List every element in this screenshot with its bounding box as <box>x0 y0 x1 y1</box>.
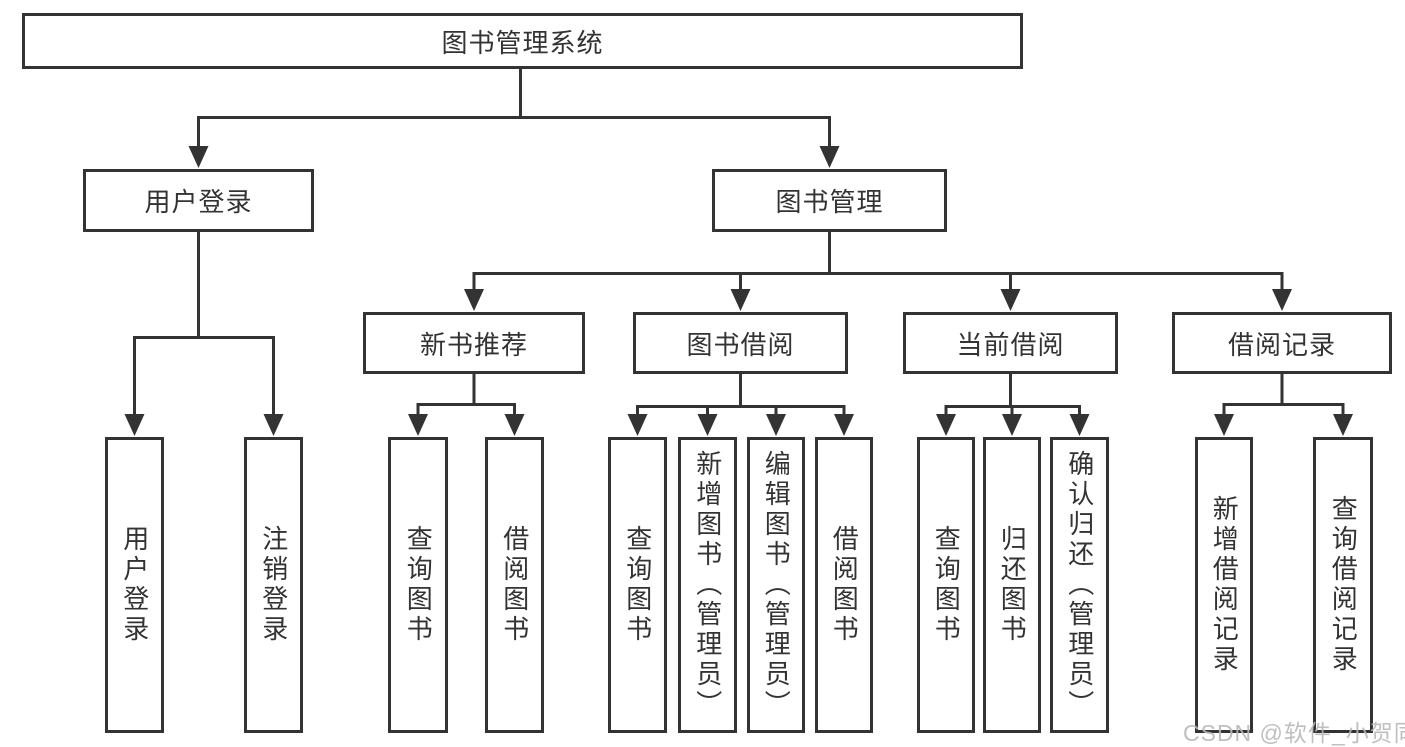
node-book-management: 图书管理 <box>712 169 947 232</box>
node-book-borrowing: 图书借阅 <box>633 312 848 374</box>
node-new-book-recommendation: 新书推荐 <box>363 312 585 374</box>
leaf-logout: 注销登录 <box>244 437 303 733</box>
leaf-label: 新增借阅记录 <box>1209 495 1240 675</box>
node-label: 新书推荐 <box>419 329 528 360</box>
node-user-login: 用户登录 <box>83 169 314 232</box>
leaf-label: 编辑图书（管理员） <box>761 450 792 720</box>
leaf-label: 查询图书 <box>622 525 653 645</box>
node-label: 当前借阅 <box>956 329 1065 360</box>
leaf-label: 新增图书（管理员） <box>692 450 723 720</box>
node-label: 借阅记录 <box>1227 329 1336 360</box>
node-library-management-system: 图书管理系统 <box>22 13 1023 69</box>
node-label: 图书管理 <box>775 187 884 217</box>
leaf-add-borrowing-record: 新增借阅记录 <box>1195 437 1253 733</box>
leaf-user-login: 用户登录 <box>105 437 164 733</box>
leaf-label: 查询图书 <box>403 525 434 645</box>
leaf-label: 借阅图书 <box>499 525 530 645</box>
leaf-label: 用户登录 <box>119 525 150 645</box>
leaf-label: 注销登录 <box>258 525 289 645</box>
leaf-borrow-books-recommend: 借阅图书 <box>485 437 544 733</box>
leaf-query-books-current: 查询图书 <box>917 437 975 733</box>
leaf-label: 查询图书 <box>931 525 962 645</box>
leaf-label: 确认归还（管理员） <box>1064 450 1095 720</box>
node-label: 用户登录 <box>144 187 253 217</box>
leaf-add-book-admin: 新增图书（管理员） <box>678 437 737 733</box>
leaf-query-books-recommend: 查询图书 <box>388 437 448 733</box>
node-borrowing-records: 借阅记录 <box>1172 312 1392 374</box>
leaf-borrow-books-borrowing: 借阅图书 <box>815 437 873 733</box>
leaf-edit-book-admin: 编辑图书（管理员） <box>747 437 805 733</box>
node-label: 图书借阅 <box>686 329 795 360</box>
leaf-label: 归还图书 <box>997 525 1028 645</box>
leaf-query-borrowing-record: 查询借阅记录 <box>1313 437 1373 733</box>
node-label: 图书管理系统 <box>441 27 604 58</box>
csdn-watermark: CSDN @软件_小贺同学 <box>1183 720 1405 746</box>
leaf-label: 查询借阅记录 <box>1328 495 1359 675</box>
node-current-borrowing: 当前借阅 <box>903 312 1118 374</box>
leaf-return-book: 归还图书 <box>983 437 1041 733</box>
leaf-confirm-return-admin: 确认归还（管理员） <box>1050 437 1109 733</box>
leaf-label: 借阅图书 <box>829 525 860 645</box>
leaf-query-books-borrowing: 查询图书 <box>608 437 667 733</box>
